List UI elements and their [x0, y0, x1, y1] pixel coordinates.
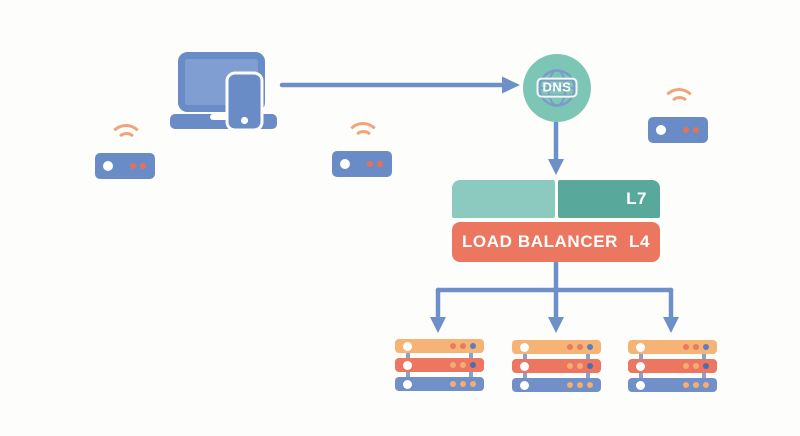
router-led: [340, 159, 350, 169]
router-led: [656, 125, 666, 135]
server-led: [520, 342, 529, 352]
server-stack-1: [395, 339, 484, 391]
server-unit: [512, 340, 601, 354]
wifi-signal-icon: [352, 130, 374, 151]
router-led: [103, 161, 113, 171]
arrowhead-server-1: [430, 317, 446, 333]
router-dots: [367, 161, 383, 167]
server-unit: [628, 340, 717, 354]
l7-segment-blank: [452, 180, 555, 218]
l7-segment: L7: [558, 180, 660, 218]
server-unit: [628, 359, 717, 373]
server-led: [636, 361, 645, 371]
server-led: [403, 379, 412, 389]
server-unit: [395, 339, 484, 353]
router-left: [92, 124, 158, 179]
server-unit: [512, 378, 601, 392]
server-dots: [683, 382, 709, 388]
router-icon: [95, 153, 155, 179]
arrowhead-server-3: [663, 317, 679, 333]
wifi-signal-icon: [108, 124, 144, 160]
server-stack-2: [512, 340, 601, 392]
l7-label: L7: [626, 189, 647, 208]
arrowhead-dns: [502, 76, 520, 94]
server-unit: [395, 377, 484, 391]
server-led: [636, 380, 645, 390]
arrowhead-lb: [548, 159, 564, 175]
server-dots: [567, 363, 593, 369]
globe-icon: [538, 69, 576, 107]
router-dots: [130, 163, 146, 169]
laptop-phone-icon: [170, 52, 277, 132]
load-balancer-l4-row: LOAD BALANCER L4: [452, 222, 660, 262]
dns-node: DNS: [523, 54, 591, 122]
server-dots: [450, 343, 476, 349]
load-balancer-node: L7 LOAD BALANCER L4: [452, 180, 660, 262]
server-dots: [567, 382, 593, 388]
router-middle: [329, 122, 395, 177]
router-icon: [332, 151, 392, 177]
server-led: [403, 341, 412, 351]
server-dots: [567, 344, 593, 350]
client-devices-node: [168, 45, 280, 132]
server-dots: [683, 363, 709, 369]
server-unit: [512, 359, 601, 373]
wifi-signal-icon: [661, 88, 697, 124]
server-unit: [395, 358, 484, 372]
server-stack-3: [628, 340, 717, 392]
dns-label: DNS: [536, 77, 578, 98]
server-dots: [450, 381, 476, 387]
router-dots: [683, 127, 699, 133]
router-right: [645, 88, 711, 143]
load-balancer-title: LOAD BALANCER: [461, 232, 619, 251]
server-led: [520, 361, 529, 371]
wifi-signal-icon: [345, 122, 381, 158]
router-icon: [648, 117, 708, 143]
server-dots: [683, 344, 709, 350]
load-balancer-l7-row: L7: [452, 180, 660, 218]
arrowhead-server-2: [548, 317, 564, 333]
server-dots: [450, 362, 476, 368]
server-led: [636, 342, 645, 352]
server-led: [520, 380, 529, 390]
wifi-signal-icon: [115, 132, 137, 153]
server-led: [403, 360, 412, 370]
server-unit: [628, 378, 717, 392]
wifi-signal-icon: [668, 96, 690, 117]
l4-label: L4: [629, 232, 651, 251]
